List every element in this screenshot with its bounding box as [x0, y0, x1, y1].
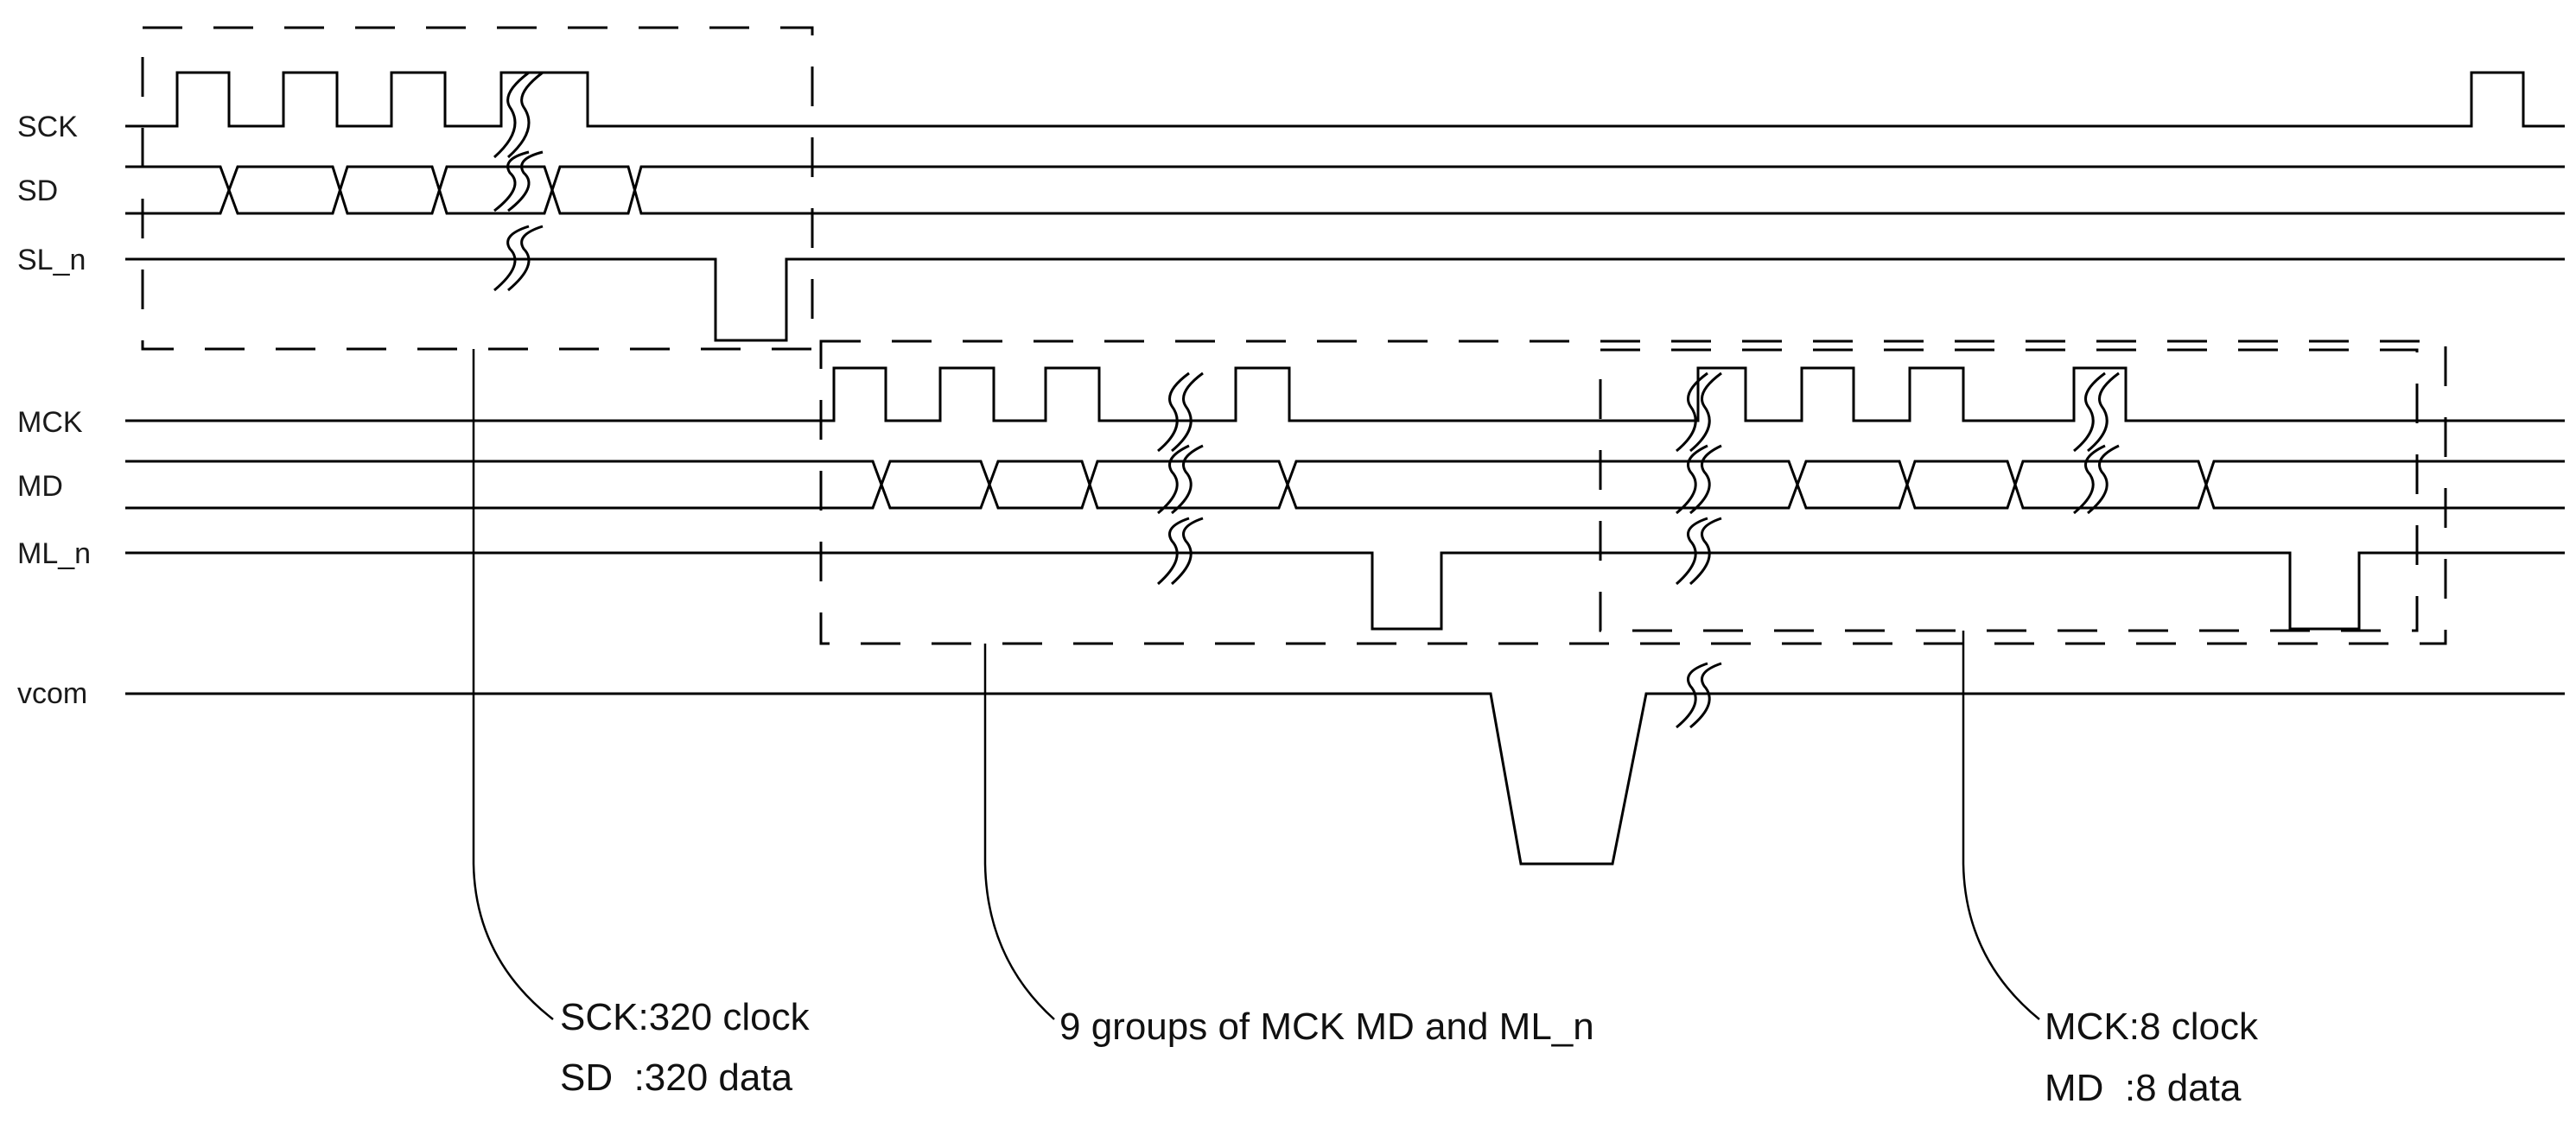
ml-n-waveform [125, 551, 2565, 631]
break-marks [493, 71, 2120, 729]
group-note-line1: MCK:8 clock [2045, 1006, 2259, 1048]
single-group-box [1599, 348, 2419, 632]
signal-label-sl-n: SL_n [17, 244, 86, 276]
signal-label-mck: MCK [17, 406, 83, 439]
signal-label-sck: SCK [17, 111, 78, 143]
sck-waveform [125, 71, 2565, 128]
group-note-line2: MD :8 data [2045, 1067, 2242, 1109]
sd-waveform [125, 165, 2565, 215]
groups-note: 9 groups of MCK MD and ML_n [1059, 1006, 1594, 1048]
vcom-waveform [125, 692, 2565, 866]
signal-label-sd: SD [17, 174, 58, 207]
leader-groups-note [983, 644, 1055, 1020]
serial-input-group-box [141, 26, 814, 351]
md-waveform-complement [125, 460, 2565, 510]
md-waveform [125, 460, 2565, 510]
leader-group-note [1962, 631, 2040, 1020]
sl-n-waveform [125, 257, 2565, 342]
signal-label-ml-n: ML_n [17, 537, 91, 570]
mck-md-group-box [819, 339, 2447, 645]
serial-note-line2: SD :320 data [560, 1056, 793, 1099]
mck-waveform [125, 366, 2565, 422]
signal-label-md: MD [17, 470, 63, 503]
serial-note-line1: SCK:320 clock [560, 996, 811, 1038]
sd-waveform-complement [125, 165, 2565, 215]
signal-label-vcom: vcom [17, 677, 87, 710]
leader-serial-note [472, 349, 554, 1020]
